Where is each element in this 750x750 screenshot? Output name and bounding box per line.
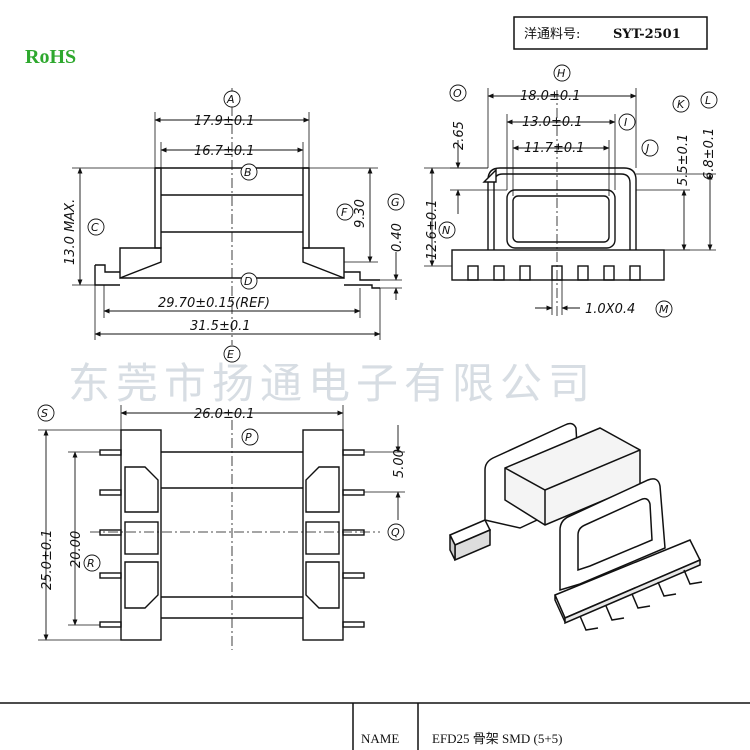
dim-q-label: Q: [391, 526, 400, 539]
dim-g: 0.40 G: [380, 193, 405, 300]
dim-r-label: R: [87, 557, 95, 570]
dim-g-text: 0.40: [390, 223, 405, 252]
bottom-bar: NAME EFD25 骨架 SMD (5+5): [0, 702, 750, 750]
dim-b-label: B: [244, 166, 252, 179]
dim-m-text: 1.0X0.4: [585, 302, 635, 317]
dim-k-label: K: [677, 98, 685, 111]
dim-p: 26.0±0.1 P: [120, 405, 344, 446]
dim-h-text: 18.0±0.1: [520, 89, 581, 104]
dim-i-label: I: [624, 116, 627, 129]
dim-l-label: L: [705, 94, 711, 107]
dim-m-label: M: [659, 303, 669, 316]
rohs-label: RoHS: [25, 46, 76, 68]
name-value: EFD25 骨架 SMD (5+5): [432, 731, 562, 746]
dim-c: 13.0 MAX. C: [63, 167, 155, 286]
dim-j: 11.7±0.1 J: [512, 139, 659, 196]
dim-c-label: C: [91, 221, 99, 234]
dim-o: 2.65 O: [449, 84, 507, 214]
dim-f-text: 9.30: [353, 199, 368, 228]
dim-q-text: 5.00: [392, 449, 407, 478]
name-label: NAME: [361, 731, 399, 746]
dim-s-label: S: [41, 407, 48, 420]
dim-e: 31.5±0.1 E: [94, 285, 381, 363]
dim-d-label: D: [244, 275, 252, 288]
dim-d-text: 29.70±0.15(REF): [158, 296, 270, 311]
dim-h: 18.0±0.1 H: [487, 64, 637, 168]
dim-c-text: 13.0 MAX.: [63, 199, 78, 265]
dim-s: 25.0±0.1 S: [37, 404, 121, 641]
watermark-text: 东莞市扬通电子有限公司: [68, 359, 596, 408]
side-view: [451, 167, 665, 281]
dim-f-label: F: [341, 206, 348, 219]
dim-n: 12.6±0.1 N: [424, 167, 488, 267]
dim-r-text: 20.00: [69, 531, 84, 568]
dim-l: 6.8±0.1 L: [636, 91, 718, 251]
dim-k: 5.5±0.1 K: [636, 95, 691, 251]
dim-b-text: 16.7±0.1: [194, 144, 255, 159]
dim-p-text: 26.0±0.1: [194, 407, 255, 422]
part-number-label: 洋通料号:: [524, 27, 580, 42]
dim-j-label: J: [644, 142, 649, 155]
dim-q: 5.00 Q: [364, 425, 407, 541]
dim-j-text: 11.7±0.1: [524, 141, 585, 156]
dim-n-text: 12.6±0.1: [425, 199, 440, 260]
dim-s-text: 25.0±0.1: [40, 529, 55, 590]
part-number-box: 洋通料号: SYT-2501: [513, 16, 708, 50]
dim-k-text: 5.5±0.1: [676, 134, 691, 186]
dim-d: 29.70±0.15(REF) D: [103, 272, 361, 318]
isometric-view: [448, 422, 703, 631]
dim-o-label: O: [453, 87, 462, 100]
dim-o-text: 2.65: [452, 121, 467, 150]
dim-a: 17.9±0.1 A: [154, 90, 310, 168]
dim-g-label: G: [391, 196, 400, 209]
dim-a-label: A: [226, 93, 235, 106]
dim-i: 13.0±0.1 I: [506, 113, 636, 190]
dim-n-label: N: [442, 224, 450, 237]
dim-f: 9.30 F: [309, 167, 378, 263]
part-number-value: SYT-2501: [613, 27, 681, 42]
dim-e-label: E: [227, 348, 234, 361]
dim-b: 16.7±0.1 B: [160, 142, 304, 181]
dim-p-label: P: [245, 431, 252, 444]
front-view: [94, 167, 380, 289]
dim-i-text: 13.0±0.1: [522, 115, 583, 130]
dim-r: 20.00 R: [68, 451, 101, 626]
dim-l-text: 6.8±0.1: [702, 128, 717, 180]
dim-e-text: 31.5±0.1: [190, 319, 251, 334]
dim-h-label: H: [557, 67, 565, 80]
dim-a-text: 17.9±0.1: [194, 114, 255, 129]
dim-m: 1.0X0.4 M: [535, 280, 673, 318]
